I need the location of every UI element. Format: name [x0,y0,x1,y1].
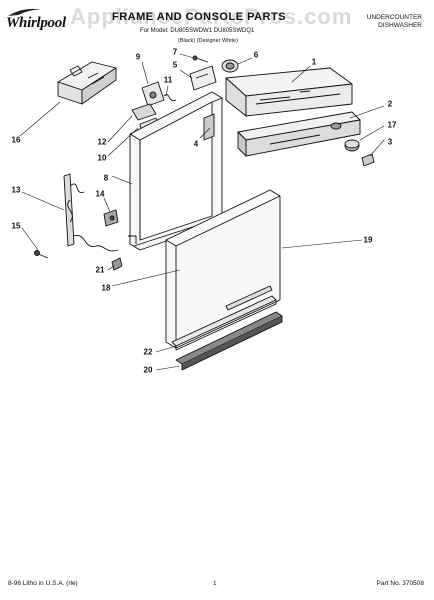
part-6-switch [221,59,239,73]
part-18-trim [225,285,273,311]
model-numbers: For Model: DU805SWDW1 DU805SWDQ1 [140,28,255,34]
callout-16: 16 [11,135,21,145]
watermark: AppliancePartsPros.com [70,4,353,29]
part-7-screw [192,55,209,63]
part-3-clip [361,153,375,167]
part-9-switch [141,81,165,107]
callout-15: 15 [11,221,21,231]
callout-8: 8 [103,173,109,183]
callout-5: 5 [172,60,178,70]
part-20-bottom-trim [175,311,283,371]
brand-logo: Whirlpool [6,15,66,31]
category-line-1: UNDERCOUNTER [366,14,422,21]
part-number: Part No. 370508 [376,580,424,587]
callout-1: 1 [311,57,317,67]
part-8-door-frame [128,91,223,251]
part-13-wire-harness [63,173,119,252]
callout-13: 13 [11,185,21,195]
litho-note: 8-96 Litho in U.S.A. (rle) [8,580,78,587]
model-colors: (Black) (Designer White) [178,38,238,44]
callout-11: 11 [163,75,173,85]
callout-3: 3 [387,137,393,147]
callout-21: 21 [95,265,105,275]
callout-17: 17 [387,120,397,130]
appliance-category: UNDERCOUNTER DISHWASHER [367,14,422,30]
part-21-clip [111,257,123,271]
page-number: 1 [213,580,217,587]
part-11-wire-lead [163,94,177,102]
part-22-lower-trim [171,295,277,351]
part-1-console-panel [225,67,353,117]
callout-9: 9 [135,52,141,62]
callout-18: 18 [101,283,111,293]
part-17-knob [344,139,360,152]
callout-22: 22 [143,347,153,357]
category-line-2: DISHWASHER [378,22,422,29]
callout-14: 14 [95,189,105,199]
part-4-latch-plate [203,113,215,141]
part-5-latch [189,65,217,91]
callout-12: 12 [97,137,107,147]
callout-4: 4 [193,139,199,149]
part-12-bracket [131,103,157,121]
callout-20: 20 [143,365,153,375]
callout-2: 2 [387,99,393,109]
callout-7: 7 [172,47,178,57]
part-15-screw [34,250,49,259]
whirlpool-swoosh-icon [8,8,44,16]
callout-6: 6 [253,50,259,60]
part-14-connector [103,209,119,227]
leader-lines [19,53,385,371]
callout-10: 10 [97,153,107,163]
part-16-control-housing [57,61,117,105]
part-2-control-panel [237,111,361,157]
page-title: FRAME AND CONSOLE PARTS [112,11,287,23]
callout-19: 19 [363,235,373,245]
